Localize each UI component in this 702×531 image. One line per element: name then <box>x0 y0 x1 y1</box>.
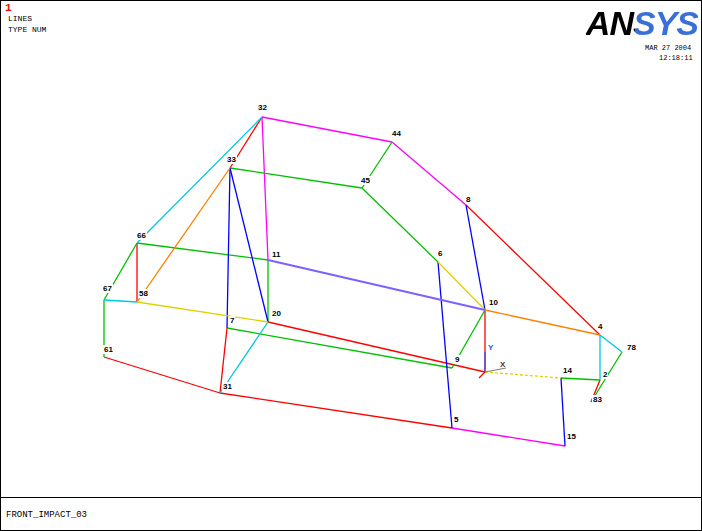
line-number: 67 <box>102 284 113 293</box>
line-number: 45 <box>360 176 371 185</box>
line-number: 20 <box>271 309 282 318</box>
plot-number: 1 <box>5 2 12 14</box>
line-number: 6 <box>437 249 443 258</box>
line-number: 61 <box>103 345 114 354</box>
plot-time: 12:18:11 <box>659 54 693 62</box>
ansys-logo: ANSYS <box>586 4 698 43</box>
line-number: 58 <box>138 289 149 298</box>
line-number: 44 <box>391 129 402 138</box>
line-number: 9 <box>454 355 460 364</box>
axis-triad <box>479 352 506 378</box>
line-number: 8 <box>465 195 471 204</box>
line-number: 32 <box>257 103 268 112</box>
line-number: 14 <box>562 366 573 375</box>
plot-header: LINES <box>8 14 32 23</box>
line-number: 66 <box>136 231 147 240</box>
line-number: 7 <box>229 316 235 325</box>
line-number: 4 <box>597 322 603 331</box>
line-number: 5 <box>453 415 459 424</box>
line-number: 2 <box>602 370 608 379</box>
axis-label: Y <box>488 343 493 352</box>
axis-label: X <box>500 360 505 369</box>
red-lines <box>104 117 600 428</box>
plot-title: FRONT_IMPACT_03 <box>6 510 87 520</box>
purple-line <box>268 260 485 310</box>
line-number: 11 <box>271 250 281 259</box>
title-divider <box>0 497 702 498</box>
line-number: 83 <box>592 395 603 404</box>
line-number: 10 <box>488 298 499 307</box>
orange-lines <box>137 168 600 335</box>
line-number: 33 <box>226 155 237 164</box>
plot-date: MAR 27 2004 <box>645 44 691 52</box>
cyan-lines <box>104 117 622 393</box>
magenta-lines <box>262 117 565 446</box>
line-number: 15 <box>566 432 577 441</box>
line-number: 31 <box>222 382 233 391</box>
line-number: 78 <box>626 343 637 352</box>
blue-lines <box>227 168 565 446</box>
plot-header: TYPE NUM <box>8 25 46 34</box>
green-lines <box>104 142 622 402</box>
model-lines <box>104 117 622 446</box>
